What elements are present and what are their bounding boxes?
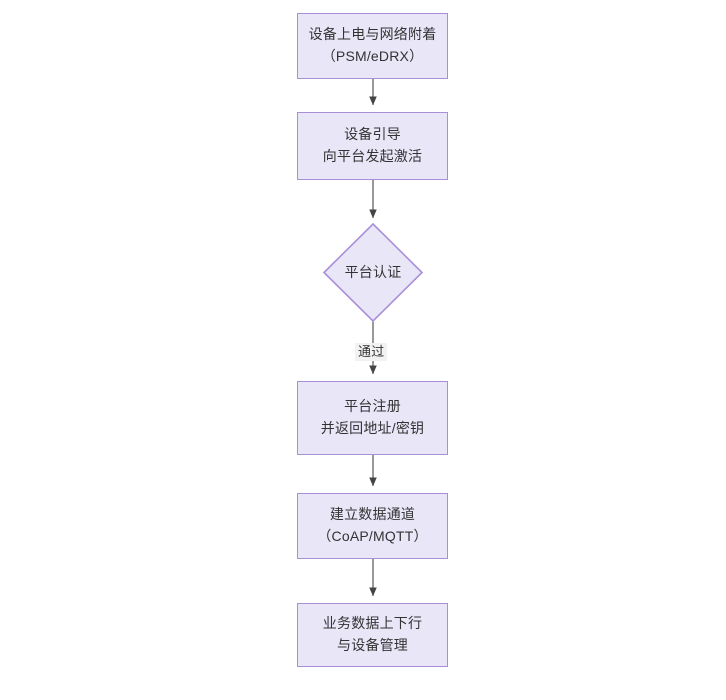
node-n4-line2: 并返回地址/密钥 [320,420,425,436]
node-n4-line1: 平台注册 [344,398,401,415]
node-n5-line1: 建立数据通道 [329,506,416,523]
node-n6-line2: 与设备管理 [337,637,408,653]
node-n3-label: 平台认证 [344,264,402,280]
node-n2-line2: 向平台发起激活 [322,148,423,164]
node-n2[interactable]: 设备引导 向平台发起激活 [297,112,448,180]
edge-label-pass: 通过 [355,343,388,361]
edge-label-pass-text: 通过 [358,344,385,359]
node-n2-line1: 设备引导 [344,126,401,143]
node-n1-line2: （PSM/eDRX） [321,48,424,64]
node-n3[interactable]: 平台认证 [324,224,422,321]
node-n6[interactable]: 业务数据上下行 与设备管理 [297,603,448,667]
node-n3-diamond-shape [322,222,424,323]
node-n1-line1: 设备上电与网络附着 [308,26,437,43]
node-n1[interactable]: 设备上电与网络附着 （PSM/eDRX） [297,13,448,79]
node-n4[interactable]: 平台注册 并返回地址/密钥 [297,381,448,455]
node-n5-line2: （CoAP/MQTT） [317,528,428,544]
node-n5[interactable]: 建立数据通道 （CoAP/MQTT） [297,493,448,559]
node-n6-line1: 业务数据上下行 [322,615,423,632]
